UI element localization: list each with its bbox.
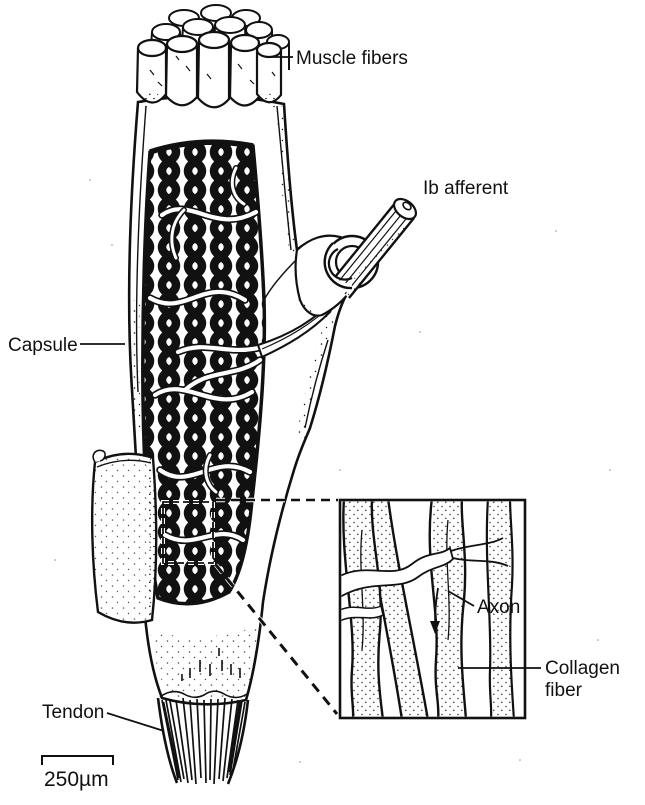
magnification-links — [161, 497, 339, 716]
tendon-illustration — [156, 690, 250, 785]
label-collagen-fiber-line2: fiber — [545, 680, 583, 701]
label-ib-afferent: Ib afferent — [423, 178, 509, 199]
dashed-source-rect — [161, 500, 215, 565]
capsule-flap — [90, 449, 158, 624]
scale-bar-value: 250µm — [44, 768, 109, 791]
inset-axon — [341, 537, 509, 622]
inset-collagen-fibers — [341, 501, 515, 717]
leader-lines — [80, 56, 541, 732]
paper-specks — [54, 179, 611, 763]
scale-bar: 250µm — [41, 755, 114, 791]
label-axon: Axon — [477, 597, 520, 618]
inset-box — [338, 498, 527, 720]
label-capsule: Capsule — [8, 335, 78, 356]
label-tendon: Tendon — [42, 702, 104, 723]
ib-afferent-entry — [256, 197, 418, 359]
ib-afferent-nerve — [330, 197, 418, 299]
muscle-fiber-bundle — [135, 4, 290, 112]
label-collagen-fiber-line1: Collagen — [545, 658, 620, 679]
axon-arrow — [430, 587, 440, 634]
label-muscle-fibers: Muscle fibers — [296, 48, 408, 69]
dashed-connector-lines — [214, 497, 339, 716]
axon-branches — [146, 165, 264, 545]
